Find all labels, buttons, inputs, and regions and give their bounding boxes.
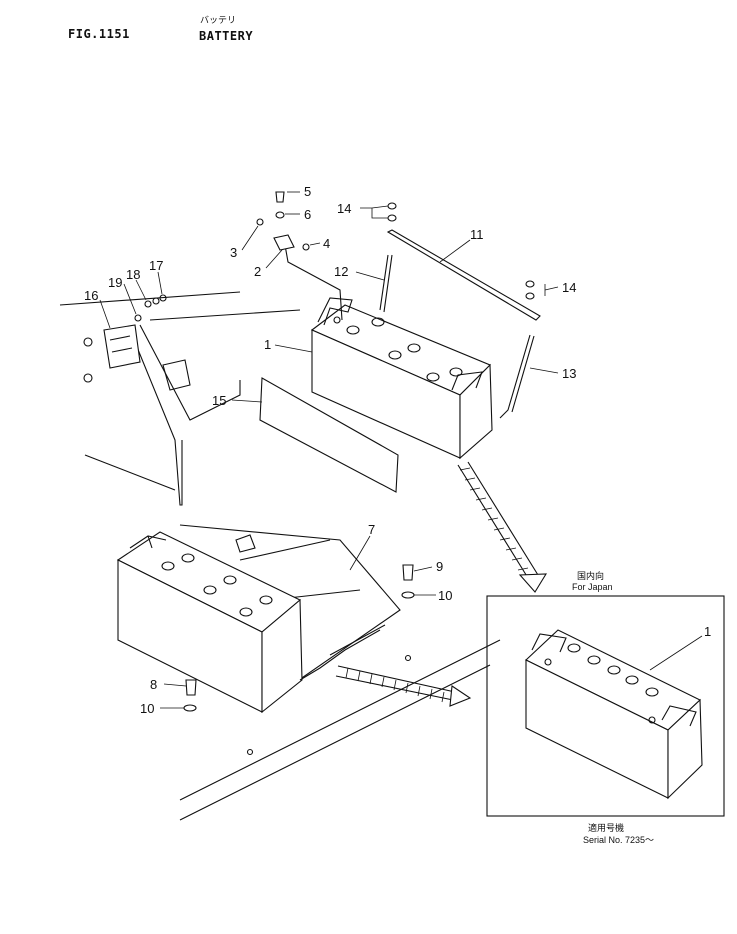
title-japanese: バッテリ (200, 16, 237, 26)
floor-line (179, 639, 501, 821)
callout-13: 13 (562, 366, 576, 381)
callout-17: 17 (149, 258, 163, 273)
figure-title: BATTERY (199, 29, 254, 43)
callout-4: 4 (323, 236, 330, 251)
callout-10-right: 10 (438, 588, 452, 603)
bolts-and-washers (183, 564, 415, 712)
inset-label-en: For Japan (572, 582, 613, 592)
battery-relay (103, 294, 167, 369)
callout-6: 6 (304, 207, 311, 222)
battery-inset (525, 629, 703, 800)
callout-7: 7 (368, 522, 375, 537)
battery-cable (284, 244, 343, 321)
arrow-to-inset (457, 461, 548, 593)
insulating-plate (259, 377, 399, 493)
callout-14-right: 14 (562, 280, 576, 295)
callout-15: 15 (212, 393, 226, 408)
terminal-hardware (256, 191, 310, 251)
callout-19: 19 (108, 275, 122, 290)
callout-8: 8 (150, 677, 157, 692)
leader-lines (99, 191, 703, 709)
callout-14-upper: 14 (337, 201, 351, 216)
inset-frame (486, 595, 725, 817)
callout-10-left: 10 (140, 701, 154, 716)
callout-1: 1 (264, 337, 271, 352)
battery-upper (310, 297, 493, 460)
arrow-lower (335, 665, 472, 707)
callout-3: 3 (230, 245, 237, 260)
hold-down-bar (386, 229, 541, 321)
machine-frame (59, 291, 301, 506)
battery-assembly-lower (116, 524, 412, 756)
callout-2: 2 (254, 264, 261, 279)
callout-12: 12 (334, 264, 348, 279)
j-bolt-13 (499, 334, 535, 419)
callout-5: 5 (304, 184, 311, 199)
serial-number: Serial No. 7235～ (583, 835, 654, 845)
nuts-14 (387, 202, 535, 300)
callout-1-inset: 1 (704, 624, 711, 639)
inset-label-jp: 国内向 (577, 570, 604, 581)
callout-16: 16 (84, 288, 98, 303)
callout-11: 11 (470, 227, 484, 242)
serial-label-jp: 適用号機 (588, 822, 624, 833)
callout-9: 9 (436, 559, 443, 574)
callout-18: 18 (126, 267, 140, 282)
figure-number: FIG.1151 (68, 27, 130, 41)
j-bolt (379, 254, 393, 313)
